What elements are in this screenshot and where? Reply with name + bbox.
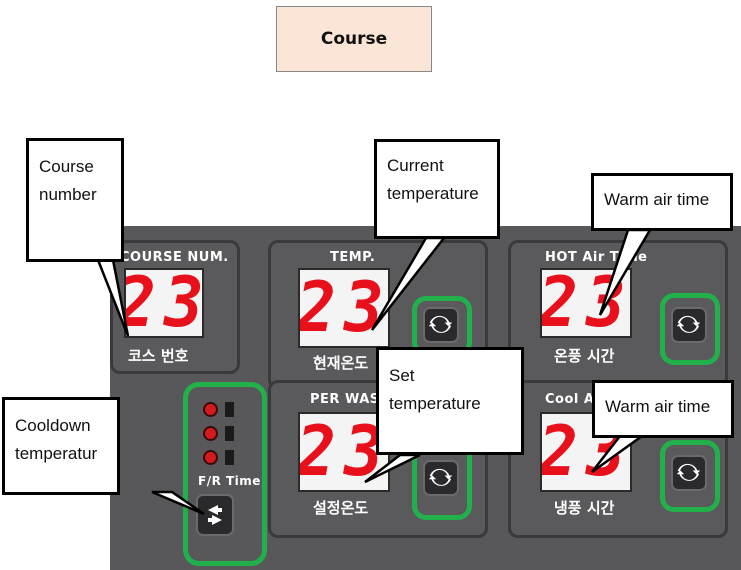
hot-air-display: 23 bbox=[540, 268, 632, 338]
refresh-icon bbox=[429, 468, 453, 486]
hot-air-korean-label: 온풍 시간 bbox=[554, 347, 615, 365]
fr-led-bar-3 bbox=[225, 450, 234, 465]
fr-time-highlight bbox=[183, 382, 267, 566]
hot-air-adjust-button[interactable] bbox=[671, 307, 707, 343]
per-wash-korean-label: 설정온도 bbox=[313, 499, 369, 517]
temp-label: TEMP. bbox=[330, 250, 376, 265]
callout-set-temperature-line1: Set bbox=[389, 366, 415, 385]
hot-air-button-highlight bbox=[660, 293, 720, 365]
course-num-korean-label: 코스 번호 bbox=[128, 347, 189, 365]
fr-led-3 bbox=[203, 450, 218, 465]
swap-icon bbox=[208, 505, 222, 525]
course-num-label: COURSE NUM. bbox=[120, 250, 229, 265]
callout-current-temperature-line2: temperature bbox=[387, 184, 479, 204]
course-title-label: Course bbox=[320, 29, 388, 49]
callout-set-temperature: Set temperature bbox=[376, 347, 524, 455]
callout-current-temperature: Current temperature bbox=[374, 139, 500, 239]
per-wash-label: PER WASH bbox=[310, 392, 392, 407]
callout-set-temperature-line2: temperature bbox=[389, 394, 481, 414]
hot-air-value: 23 bbox=[540, 268, 632, 338]
fr-time-button[interactable] bbox=[196, 494, 234, 536]
refresh-icon bbox=[677, 463, 701, 481]
callout-cooldown: Cooldown temperatur bbox=[2, 397, 120, 495]
course-title-box: Course bbox=[276, 6, 432, 72]
callout-cooldown-line1: Cooldown bbox=[15, 416, 91, 435]
refresh-icon bbox=[429, 315, 453, 333]
temp-value: 23 bbox=[298, 268, 390, 348]
fr-led-1 bbox=[203, 402, 218, 417]
callout-cooldown-line2: temperatur bbox=[15, 444, 98, 464]
callout-warm-air-time-bottom-text: Warm air time bbox=[605, 397, 711, 416]
callout-warm-air-time-top-text: Warm air time bbox=[604, 190, 710, 209]
callout-warm-air-time-top: Warm air time bbox=[591, 173, 733, 231]
callout-course-number-line1: Course bbox=[39, 157, 94, 176]
fr-time-label: F/R Time bbox=[198, 474, 261, 488]
temp-adjust-button[interactable] bbox=[423, 307, 459, 343]
fr-led-2 bbox=[203, 426, 218, 441]
temp-display: 23 bbox=[298, 268, 390, 348]
callout-current-temperature-line1: Current bbox=[387, 156, 444, 175]
callout-course-number-line2: number bbox=[39, 185, 97, 205]
cool-air-adjust-button[interactable] bbox=[671, 455, 707, 491]
callout-warm-air-time-bottom: Warm air time bbox=[592, 380, 734, 438]
hot-air-label: HOT Air Time bbox=[545, 250, 648, 265]
course-num-value: 23 bbox=[126, 270, 202, 336]
course-num-display: 23 bbox=[124, 268, 204, 338]
refresh-icon bbox=[677, 315, 701, 333]
fr-led-bar-1 bbox=[225, 402, 234, 417]
callout-course-number: Course number bbox=[26, 138, 124, 262]
fr-led-bar-2 bbox=[225, 426, 234, 441]
cool-air-korean-label: 냉풍 시간 bbox=[554, 499, 615, 517]
cool-air-button-highlight bbox=[660, 440, 720, 512]
per-wash-adjust-button[interactable] bbox=[423, 460, 459, 496]
temp-korean-label: 현재온도 bbox=[313, 354, 369, 372]
